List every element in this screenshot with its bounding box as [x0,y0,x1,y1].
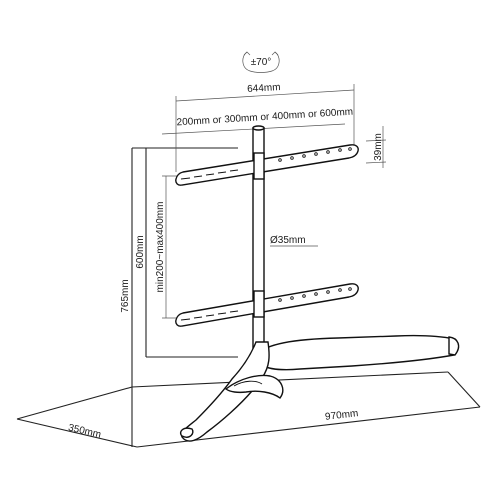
front-base-leg [179,341,284,442]
width-644-label: 644mm [247,82,281,95]
upper-bracket [175,144,359,186]
rotation-label: ±70° [251,57,272,68]
mount-height-600-label: 600mm [135,235,146,268]
pole-diameter-label: Ø35mm [270,235,306,246]
base-width-970-label: 970mm [325,408,359,423]
bracket-height-39-label: 39mm [373,133,384,161]
rear-base-leg [253,334,460,371]
rotation-indicator: ±70° [242,51,280,73]
total-height-765-label: 765mm [120,279,131,312]
lower-bracket [175,283,359,327]
height-dimension-lines [131,147,238,447]
bracket-gap-label: min200~max400mm [155,202,166,293]
base-depth-350-label: 350mm [67,422,102,440]
